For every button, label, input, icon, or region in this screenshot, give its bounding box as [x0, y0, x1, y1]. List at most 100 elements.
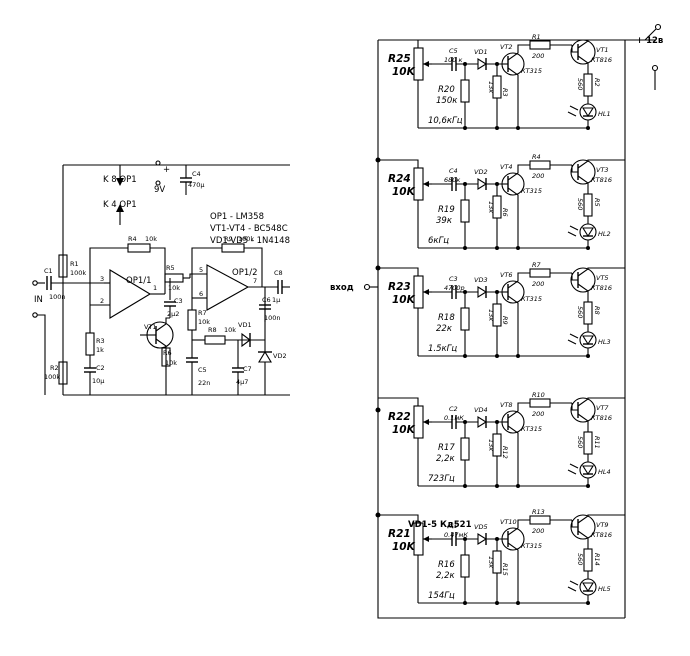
r6-value: 10k	[165, 359, 177, 367]
r8-name: R8	[208, 326, 217, 334]
c2-name: C2	[96, 364, 105, 372]
r7-value: 10k	[198, 318, 210, 326]
be-res-name: R6	[501, 208, 509, 217]
res-name: R17	[438, 443, 455, 453]
diode-name: VD1	[474, 48, 488, 56]
transistor	[501, 172, 525, 196]
junction	[495, 537, 499, 541]
legend-line-2: VT1-VT4 - BC548C	[210, 224, 288, 234]
wiper-arrow	[423, 61, 429, 67]
resistor	[460, 199, 470, 223]
junction	[463, 246, 467, 250]
wiper-arrow	[423, 181, 429, 187]
junction	[516, 601, 520, 605]
collector	[507, 44, 530, 61]
r2-value: 100k	[44, 373, 60, 381]
led-triangle	[582, 582, 594, 593]
transistor	[501, 410, 525, 434]
junction	[495, 601, 499, 605]
junction	[516, 354, 520, 358]
collector	[577, 175, 589, 194]
c3-name: C3	[174, 297, 183, 305]
led-res-name: R11	[593, 436, 601, 449]
resistor	[529, 160, 551, 170]
cap-value: 680к	[444, 176, 460, 184]
diode	[477, 286, 488, 298]
pot-value: 10K	[392, 294, 416, 306]
input-label: IN	[34, 295, 43, 305]
potentiometer	[413, 47, 424, 81]
left-circuit: K 8 OP1 K 4 OP1 + 9V C4 470µ OP1 - LM358…	[32, 160, 290, 396]
base-res-name: R4	[532, 153, 541, 161]
diode-note: VD1-5 Кд521	[408, 520, 472, 530]
resistor	[583, 73, 593, 97]
emitter	[577, 514, 625, 524]
transistor	[570, 267, 596, 293]
emitter	[577, 397, 625, 407]
led	[579, 461, 597, 479]
cap-name: C1	[449, 522, 458, 530]
r9-value: 100k	[238, 235, 254, 243]
junction	[463, 182, 467, 186]
led	[579, 331, 597, 349]
led-triangle	[582, 107, 594, 118]
led-name: HL2	[598, 230, 611, 238]
junction	[463, 537, 467, 541]
led-res-value: 560	[576, 553, 584, 565]
t-big-name: VT7	[596, 404, 609, 412]
emitter	[577, 159, 625, 169]
diode	[477, 178, 488, 190]
k8-label: K 8 OP1	[103, 175, 137, 185]
led-res-value: 560	[576, 306, 584, 318]
resistor	[460, 307, 470, 331]
wire	[571, 273, 578, 281]
r4-value: 10k	[145, 235, 157, 243]
res-name: R18	[438, 313, 455, 323]
c6-alt-value: 1µ	[272, 296, 280, 304]
c6-value: 100n	[264, 314, 281, 322]
potentiometer	[413, 405, 424, 439]
junction	[586, 484, 590, 488]
wire	[378, 514, 419, 523]
junction	[516, 246, 520, 250]
r5-value: 10k	[168, 284, 180, 292]
led-res-name: R14	[593, 553, 601, 566]
led	[579, 103, 597, 121]
res-value: 150к	[436, 96, 458, 106]
channel-4: R2210KC20.1мКR172,2к723ГцVD4VT8КТ315R102…	[378, 391, 625, 488]
res-name: R20	[438, 85, 455, 95]
be-res-value: 13к	[487, 81, 495, 93]
junction	[586, 601, 590, 605]
transistor	[501, 52, 525, 76]
pot-name: R24	[388, 173, 411, 185]
pot-value: 10K	[392, 424, 416, 436]
be-res-name: R12	[501, 446, 509, 459]
collector	[507, 519, 530, 536]
junction	[463, 601, 467, 605]
diode-name: VD4	[474, 406, 488, 414]
diode-name: VD3	[474, 276, 488, 284]
c8-name: C8	[274, 269, 283, 277]
wire	[571, 403, 578, 411]
pot-name: R21	[388, 528, 411, 540]
r6-name: R6	[163, 349, 172, 357]
resistor	[529, 268, 551, 278]
pot-name: R25	[388, 53, 411, 65]
res-name: R19	[438, 205, 455, 215]
op1-2-pin-plus: 5	[199, 266, 203, 274]
wire	[571, 45, 578, 53]
resistor	[529, 40, 551, 50]
cap-name: C5	[449, 47, 458, 55]
transistor	[570, 397, 596, 423]
r5-name: R5	[166, 264, 175, 272]
c2-value: 10µ	[92, 377, 104, 385]
c5-name: C5	[198, 366, 207, 374]
diode-name: VD2	[474, 168, 488, 176]
t-big-type: КТ816	[591, 284, 612, 292]
transistor	[501, 280, 525, 304]
base-res-value: 200	[532, 172, 544, 180]
pot-name: R22	[388, 411, 411, 423]
junction	[495, 62, 499, 66]
freq-label: 723Гц	[428, 474, 455, 484]
